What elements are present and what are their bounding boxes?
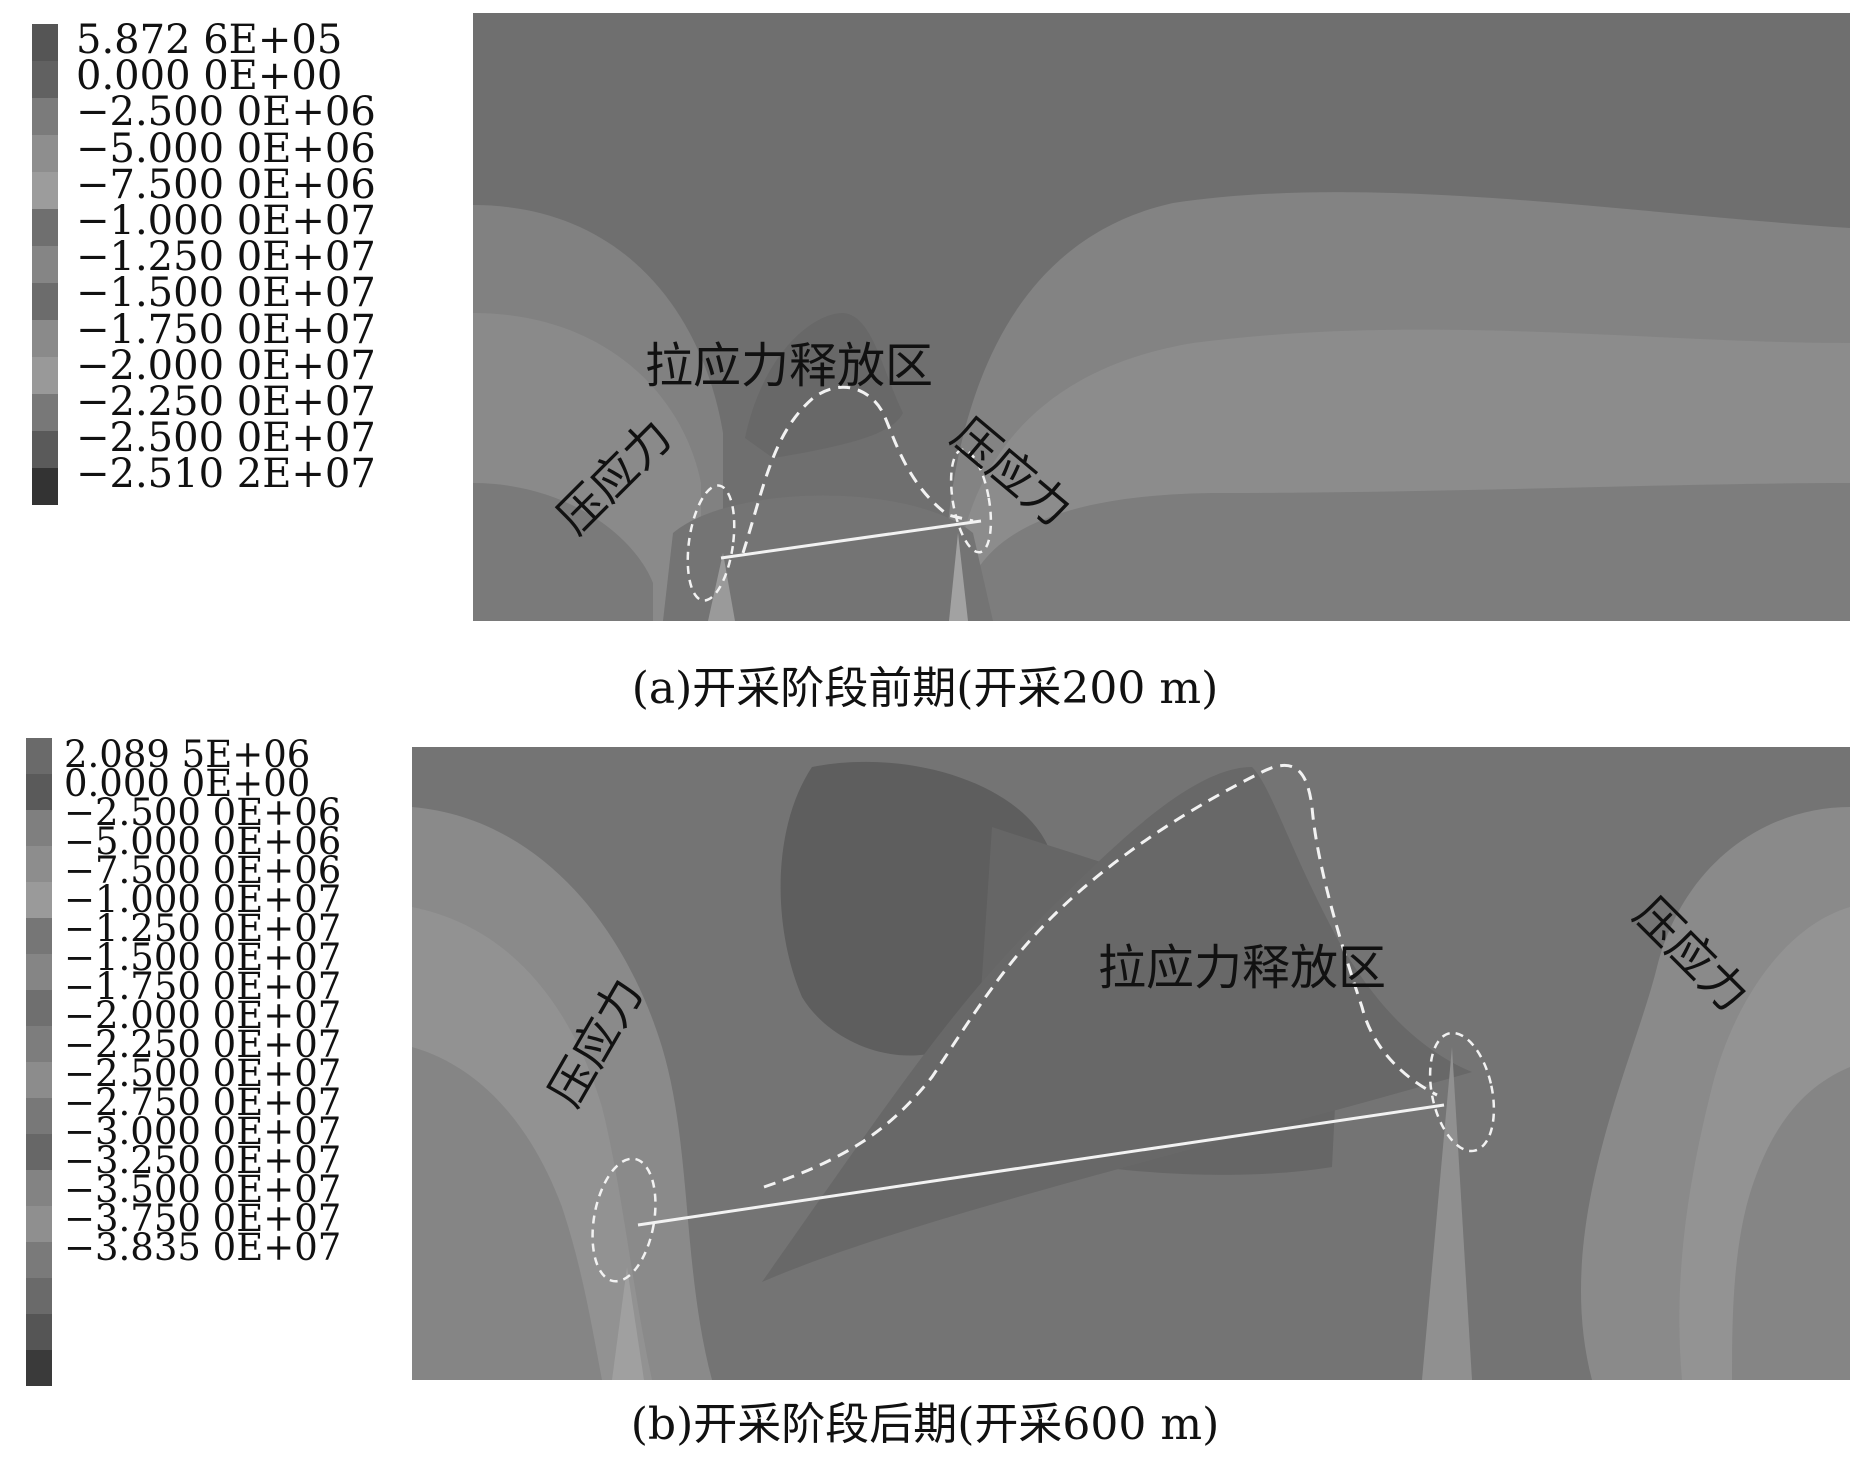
legend-b-label: −1.500 0E+07 [64,936,342,979]
legend-color-cell [26,1170,52,1206]
legend-color-cell [26,882,52,918]
legend-color-cell [26,774,52,810]
legend-b-colorbar [26,738,52,1386]
legend-color-cell [26,918,52,954]
contour-plot-b-svg [412,747,1850,1380]
legend-b-label: −2.250 0E+07 [64,1023,342,1066]
legend-a-label: −1.750 0E+07 [76,306,376,353]
legend-b-label: −3.835 0E+07 [64,1226,342,1269]
legend-b-label: −3.500 0E+07 [64,1168,342,1211]
contour-band [762,767,1472,1282]
legend-b-label: −3.250 0E+07 [64,1139,342,1182]
legend-a-label: −5.000 0E+06 [76,125,376,172]
legend-color-cell [26,1026,52,1062]
contour-band [612,1267,644,1380]
legend-a-label: −2.500 0E+07 [76,415,376,462]
contour-plot-b [412,747,1850,1380]
legend-b-label: −2.500 0E+07 [64,1052,342,1095]
legend-b-label: 2.089 5E+06 [64,733,311,776]
tension-release-label-a: 拉应力释放区 [645,338,934,394]
legend-color-cell [32,357,58,394]
caption-b: (b)开采阶段后期(开采600 m) [630,1399,1220,1450]
legend-b-label: −1.000 0E+07 [64,878,342,921]
legend-b-label: −1.250 0E+07 [64,907,342,950]
contour-band [412,1047,602,1380]
legend-b-label: −3.000 0E+07 [64,1110,342,1153]
legend-color-cell [26,1314,52,1350]
legend-a-colorbar [32,24,58,505]
legend-color-cell [26,1350,52,1386]
legend-b-label: −2.500 0E+06 [64,791,342,834]
legend-color-cell [32,209,58,246]
caption-a: (a)开采阶段前期(开采200 m) [631,663,1219,714]
legend-b-label: −2.750 0E+07 [64,1081,342,1124]
legend-color-cell [32,24,58,61]
legend-a: 5.872 6E+05 0.000 0E+00 −2.500 0E+06 −5.… [0,0,470,610]
legend-b-label: −7.500 0E+06 [64,849,342,892]
legend-a-label: −1.250 0E+07 [76,234,376,281]
legend-color-cell [26,1098,52,1134]
contour-band [949,533,968,621]
legend-a-label: −2.250 0E+07 [76,379,376,425]
tension-release-boundary [741,385,974,554]
contour-band [1732,1067,1850,1380]
legend-a-label: 0.000 0E+00 [76,53,343,100]
legend-a-label: −2.510 2E+07 [76,451,376,498]
contour-band [708,553,735,621]
legend-color-cell [32,246,58,283]
contour-band [1422,1047,1472,1380]
legend-color-cell [26,1242,52,1278]
goaf-line [720,519,982,560]
legend-color-cell [26,738,52,774]
legend-color-cell [32,135,58,172]
contour-band [963,483,1850,621]
legend-color-cell [26,1206,52,1242]
legend-b-label: −2.000 0E+07 [64,994,342,1037]
legend-color-cell [26,954,52,990]
goaf-line [637,1103,1445,1227]
contour-plot-a [473,13,1850,621]
legend-color-cell [26,1062,52,1098]
legend-a-label: −1.000 0E+07 [76,198,376,244]
tension-release-boundary [763,763,1438,1189]
legend-color-cell [26,990,52,1026]
legend-color-cell [26,1134,52,1170]
legend-b: 2.089 5E+06 0.000 0E+00 −2.500 0E+06 −5.… [0,720,400,1400]
legend-color-cell [32,394,58,431]
legend-color-cell [32,61,58,98]
legend-color-cell [32,468,58,505]
compressive-zone-outline [591,1157,657,1283]
legend-a-label: −2.000 0E+07 [76,342,376,389]
legend-b-label: −3.750 0E+07 [64,1197,342,1240]
panel-a: 5.872 6E+05 0.000 0E+00 −2.500 0E+06 −5.… [0,0,1850,720]
legend-a-label: 5.872 6E+05 [76,17,343,63]
contour-plot-a-svg [473,13,1850,621]
legend-color-cell [32,98,58,135]
legend-b-label: −1.750 0E+07 [64,965,342,1008]
legend-color-cell [32,431,58,468]
legend-a-label: −2.500 0E+06 [76,89,376,136]
legend-color-cell [32,283,58,320]
legend-a-label: −1.500 0E+07 [76,270,376,317]
tension-release-label-b: 拉应力释放区 [1098,940,1387,996]
legend-color-cell [26,846,52,882]
compressive-zone-outline [1428,1031,1496,1153]
legend-color-cell [26,1278,52,1314]
legend-b-label: −5.000 0E+06 [64,820,342,863]
legend-color-cell [32,172,58,209]
contour-band [663,495,993,621]
contour-band [473,483,653,621]
legend-color-cell [26,810,52,846]
compressive-zone-outline [686,484,736,602]
compressive-zone-outline [949,448,993,554]
contour-band [745,313,903,458]
panel-b: 2.089 5E+06 0.000 0E+00 −2.500 0E+06 −5.… [0,720,1850,1461]
legend-b-label: 0.000 0E+00 [64,762,311,805]
legend-color-cell [32,320,58,357]
legend-a-label: −7.500 0E+06 [76,161,376,208]
